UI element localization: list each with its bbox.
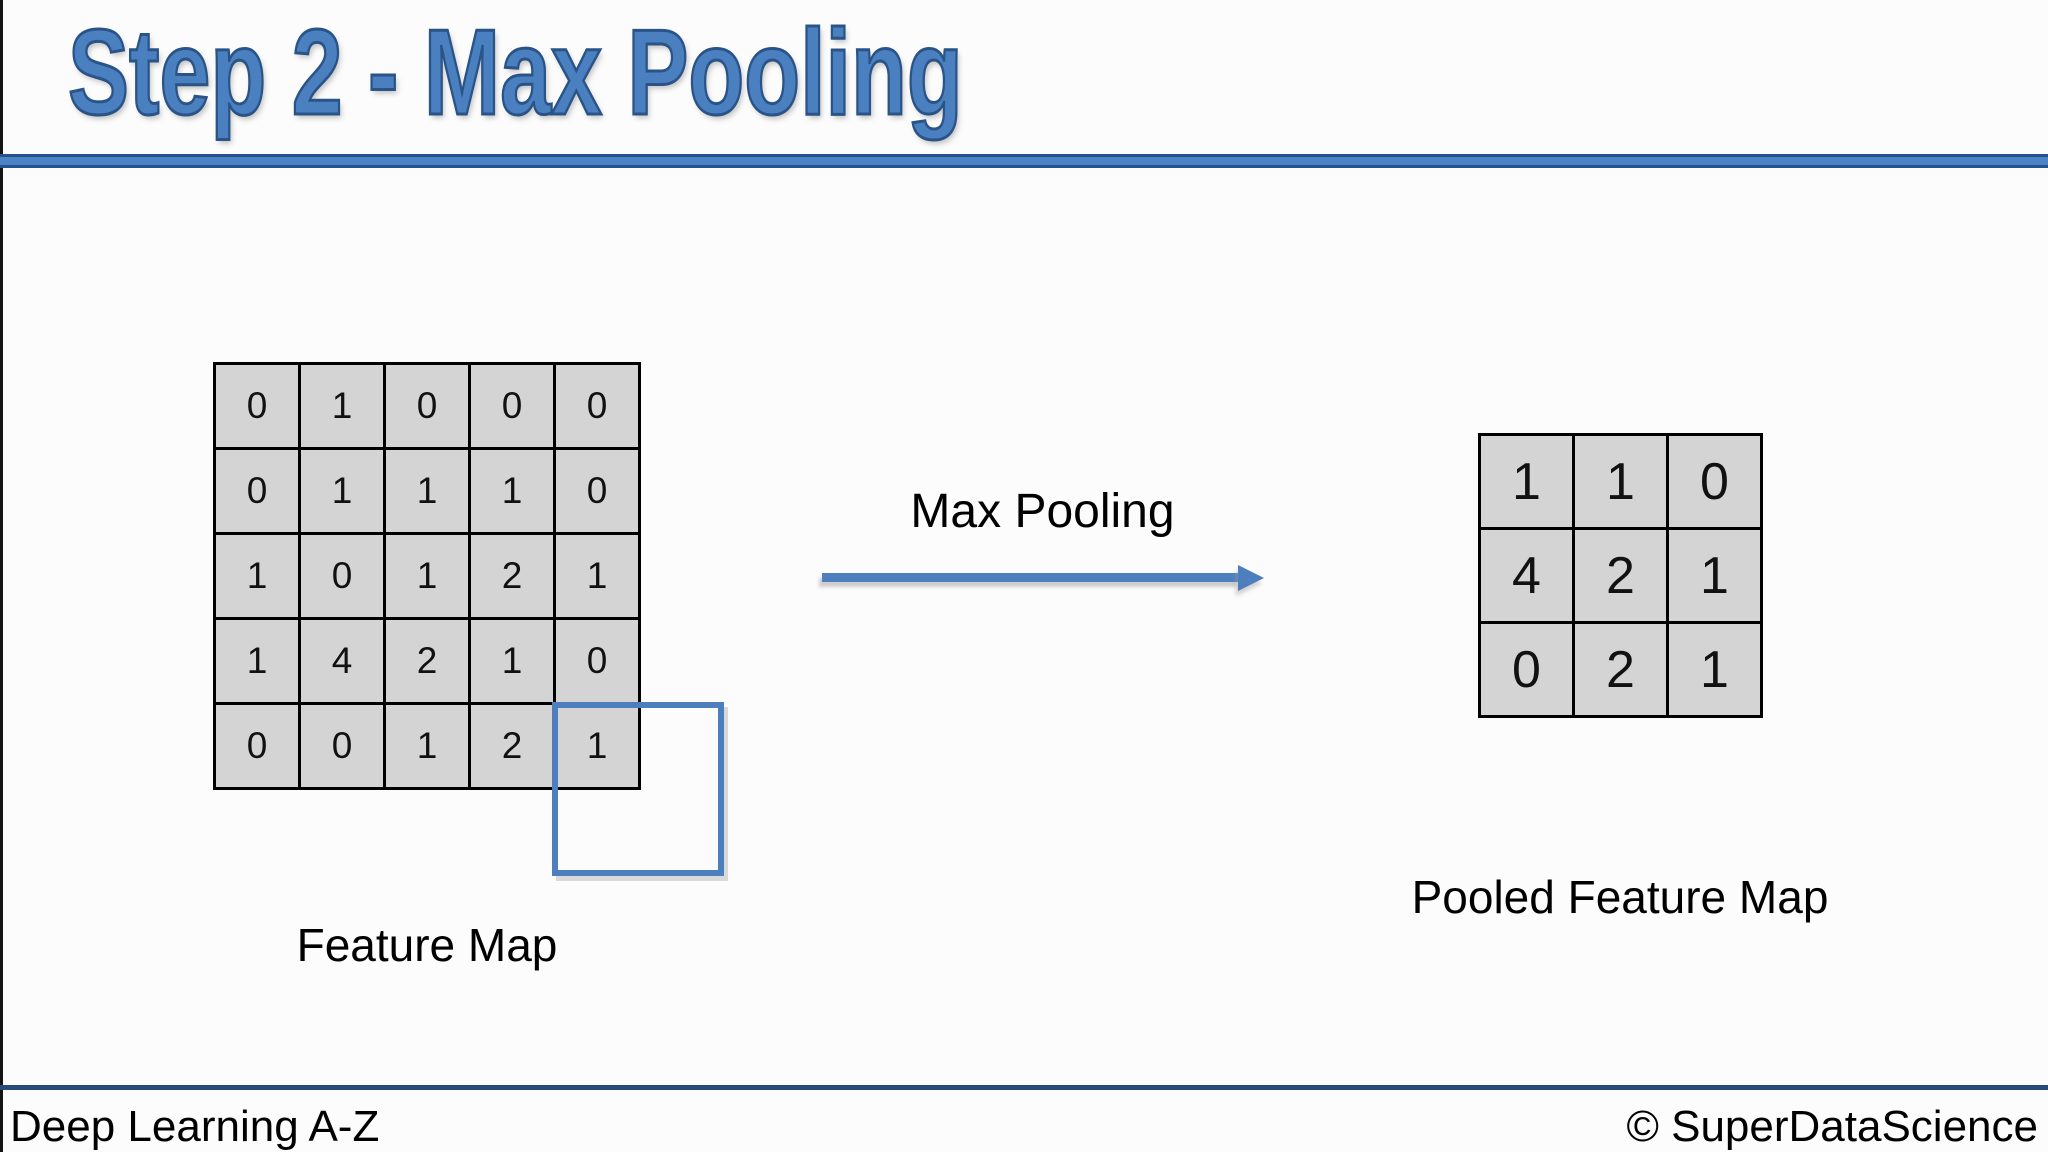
footer-copyright: © SuperDataScience <box>1626 1102 2038 1151</box>
arrow-head-icon <box>1238 565 1264 591</box>
feature-map-cell: 4 <box>301 620 383 702</box>
feature-map-cell: 1 <box>556 535 638 617</box>
feature-map-cell: 0 <box>556 620 638 702</box>
feature-map-cell: 2 <box>386 620 468 702</box>
feature-map-cell: 0 <box>216 450 298 532</box>
feature-map-cell: 0 <box>301 535 383 617</box>
feature-map-cell: 0 <box>556 365 638 447</box>
feature-map-cell: 1 <box>301 365 383 447</box>
pooling-window-outline <box>552 702 724 876</box>
feature-map-cell: 0 <box>386 365 468 447</box>
feature-map-cell: 0 <box>556 450 638 532</box>
pooled-feature-map-label: Pooled Feature Map <box>1411 871 1829 923</box>
feature-map-cell: 1 <box>471 450 553 532</box>
title-divider <box>0 154 2048 168</box>
feature-map-cell: 0 <box>471 365 553 447</box>
feature-map-cell: 0 <box>216 365 298 447</box>
feature-map-cell: 1 <box>386 705 468 787</box>
feature-map-cell: 0 <box>216 705 298 787</box>
feature-map-label: Feature Map <box>296 919 558 971</box>
feature-map-cell: 2 <box>471 705 553 787</box>
feature-map-cell: 1 <box>386 535 468 617</box>
pooled-feature-map-cell: 1 <box>1669 624 1760 715</box>
pooled-feature-map-cell: 2 <box>1575 530 1666 621</box>
max-pooling-label: Max Pooling <box>910 485 1175 538</box>
pooled-feature-map-cell: 1 <box>1669 530 1760 621</box>
pooled-feature-map-cell: 2 <box>1575 624 1666 715</box>
feature-map-cell: 1 <box>386 450 468 532</box>
feature-map-cell: 1 <box>556 705 638 787</box>
pooled-feature-map-cell: 1 <box>1481 436 1572 527</box>
feature-map-cell: 1 <box>216 620 298 702</box>
left-edge-strip <box>0 0 3 1152</box>
pooled-feature-map-cell: 0 <box>1481 624 1572 715</box>
slide-title: Step 2 - Max Pooling <box>67 2 964 141</box>
footer-course-name: Deep Learning A-Z <box>10 1102 380 1151</box>
feature-map-cell: 1 <box>471 620 553 702</box>
feature-map-cell: 1 <box>216 535 298 617</box>
max-pooling-arrow <box>822 573 1240 582</box>
pooled-feature-map-cell: 1 <box>1575 436 1666 527</box>
feature-map-cell: 2 <box>471 535 553 617</box>
pooled-feature-map-cell: 0 <box>1669 436 1760 527</box>
footer-divider <box>0 1085 2048 1090</box>
feature-map-cell: 1 <box>301 450 383 532</box>
feature-map-cell: 0 <box>301 705 383 787</box>
pooled-feature-map-cell: 4 <box>1481 530 1572 621</box>
